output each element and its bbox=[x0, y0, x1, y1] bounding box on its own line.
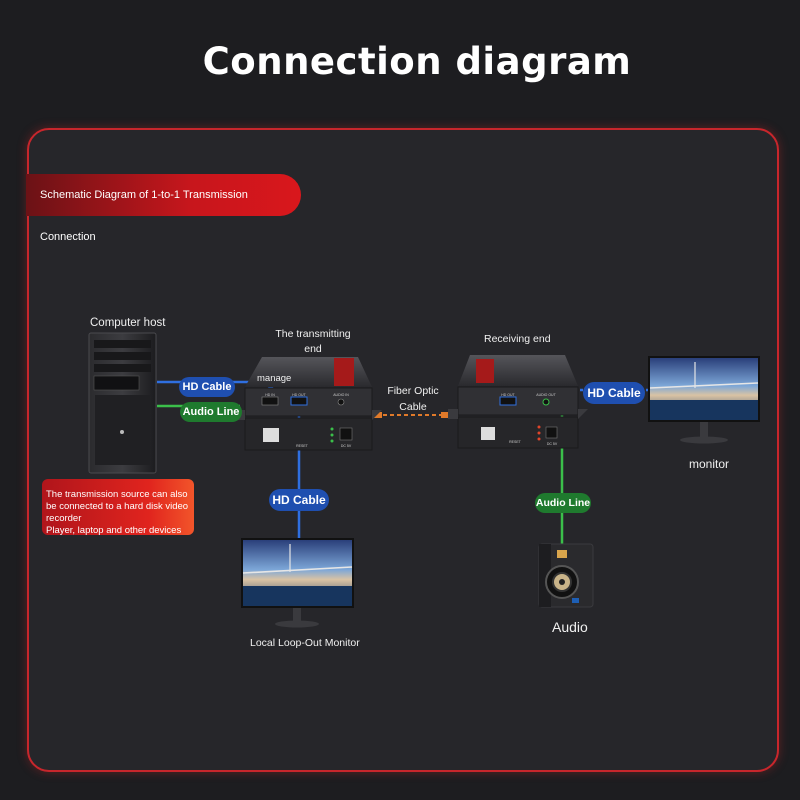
audio-line-host-label: Audio Line bbox=[180, 402, 242, 422]
audio-line-speaker-label: Audio Line bbox=[535, 493, 591, 513]
monitor-icon bbox=[648, 356, 760, 444]
page-title: Connection diagram bbox=[202, 40, 632, 83]
transmitting-end-label: The transmitting end bbox=[275, 328, 351, 355]
fiber-optic-line bbox=[374, 412, 449, 418]
hd-cable-host-label: HD Cable bbox=[179, 377, 235, 397]
source-note-line2: Player, laptop and other devices bbox=[46, 525, 182, 536]
tx-port-hd-in: HD IN bbox=[265, 393, 275, 397]
transmitter-device-icon bbox=[235, 357, 382, 451]
hd-cable-loop-label: HD Cable bbox=[269, 489, 329, 511]
tx-port-hd-out: HD OUT bbox=[292, 393, 306, 397]
receiver-device-icon bbox=[448, 355, 588, 449]
tx-port-audio-in: AUDIO IN bbox=[333, 393, 349, 397]
rx-port-dc: DC 5V bbox=[547, 442, 558, 446]
fiber-optic-cable-label: Fiber Optic Cable bbox=[387, 385, 439, 413]
audio-speaker-icon bbox=[538, 543, 594, 608]
local-loop-out-monitor-label: Local Loop-Out Monitor bbox=[250, 637, 360, 649]
source-note: The transmission source can also be conn… bbox=[42, 479, 194, 536]
computer-host-label: Computer host bbox=[90, 317, 166, 329]
manage-label: manage bbox=[257, 373, 292, 384]
source-note-line1: The transmission source can also be conn… bbox=[46, 489, 189, 524]
hd-cable-monitor-label: HD Cable bbox=[583, 382, 645, 404]
tx-port-reset: RESET bbox=[296, 444, 309, 448]
loop-out-monitor-icon bbox=[241, 538, 354, 628]
rx-port-hd-out: HD OUT bbox=[501, 393, 515, 397]
section-banner: Schematic Diagram of 1-to-1 Transmission… bbox=[26, 174, 301, 243]
rx-port-reset: RESET bbox=[509, 440, 522, 444]
tx-port-dc: DC 5V bbox=[341, 444, 352, 448]
receiving-end-label: Receiving end bbox=[484, 333, 551, 345]
monitor-label: monitor bbox=[689, 457, 730, 471]
rx-port-audio-out: AUDIO OUT bbox=[536, 393, 556, 397]
computer-host-icon bbox=[88, 332, 157, 474]
audio-label: Audio bbox=[552, 619, 588, 635]
